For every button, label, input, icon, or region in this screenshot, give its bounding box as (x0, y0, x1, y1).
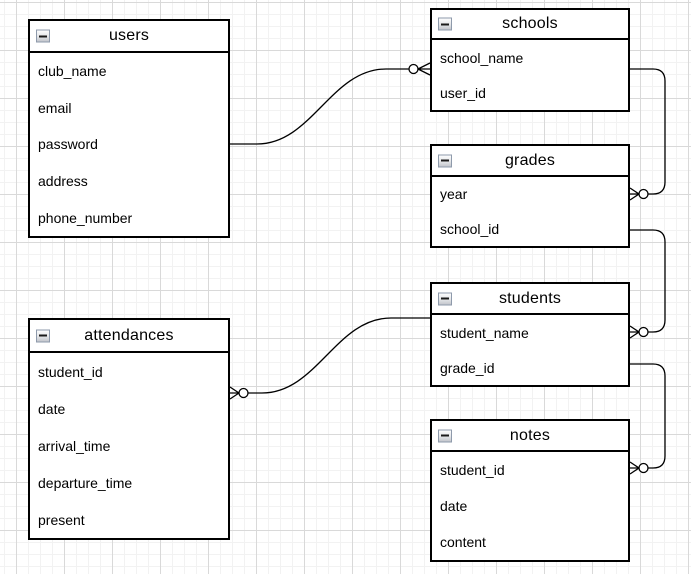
relationship-users-schools[interactable] (230, 62, 431, 145)
field-row-email[interactable]: email (38, 99, 72, 116)
minus-glyph (441, 434, 449, 437)
field-row-content[interactable]: content (440, 534, 486, 550)
table-schools[interactable]: schools school_name user_id (430, 8, 630, 112)
table-title: users (108, 27, 150, 44)
zero-circle-icon (238, 387, 249, 399)
field-row-user_id[interactable]: user_id (440, 84, 486, 101)
table-header-attendances: attendances (30, 320, 228, 353)
table-students[interactable]: students student_name grade_id (430, 282, 630, 387)
crow-foot-many-icon (629, 461, 640, 475)
relationship-students-attendances[interactable] (229, 317, 430, 400)
relationship-line[interactable] (630, 68, 666, 195)
table-header-notes: notes (432, 421, 628, 452)
field-row-student_id[interactable]: student_id (38, 363, 103, 380)
field-row-present[interactable]: present (38, 511, 85, 528)
collapse-minus-icon[interactable] (438, 17, 452, 31)
minus-glyph (441, 297, 449, 300)
relationship-students-notes[interactable] (629, 363, 666, 475)
collapse-minus-icon[interactable] (438, 292, 452, 305)
table-fields: year school_id (432, 177, 628, 246)
relationship-line[interactable] (230, 68, 409, 145)
field-row-address[interactable]: address (38, 173, 88, 190)
table-header-grades: grades (432, 146, 628, 177)
field-row-departure_time[interactable]: departure_time (38, 474, 133, 491)
field-row-arrival_time[interactable]: arrival_time (38, 437, 111, 454)
relationship-line[interactable] (248, 317, 430, 394)
table-title: grades (504, 151, 556, 169)
table-title: attendances (84, 326, 174, 344)
zero-circle-icon (408, 63, 419, 75)
minus-glyph (441, 159, 449, 162)
crow-foot-many-icon (629, 325, 640, 339)
table-header-students: students (432, 284, 628, 315)
field-row-club_name[interactable]: club_name (38, 63, 107, 80)
field-row-student_name[interactable]: student_name (440, 324, 529, 341)
relationship-line[interactable] (630, 229, 666, 333)
collapse-minus-icon[interactable] (36, 29, 50, 43)
table-fields: school_name user_id (432, 40, 628, 110)
collapse-minus-icon[interactable] (438, 429, 452, 442)
collapse-minus-icon[interactable] (438, 154, 452, 167)
field-row-student_id[interactable]: student_id (440, 462, 505, 478)
relationship-schools-grades[interactable] (629, 68, 666, 201)
table-grades[interactable]: grades year school_id (430, 144, 630, 248)
minus-glyph (39, 35, 47, 37)
field-row-school_name[interactable]: school_name (440, 49, 524, 66)
table-fields: student_name grade_id (432, 315, 628, 385)
table-title: notes (509, 426, 551, 444)
relationship-line[interactable] (630, 363, 666, 469)
crow-foot-many-icon (629, 187, 640, 201)
field-row-date[interactable]: date (440, 498, 468, 514)
table-title: schools (502, 15, 558, 32)
table-title: students (498, 289, 562, 307)
field-row-date[interactable]: date (38, 400, 66, 417)
field-row-year[interactable]: year (440, 186, 468, 203)
crow-foot-many-icon (229, 386, 240, 400)
minus-glyph (441, 23, 449, 25)
field-row-phone_number[interactable]: phone_number (38, 209, 133, 226)
zero-circle-icon (638, 462, 649, 474)
field-row-grade_id[interactable]: grade_id (440, 359, 495, 376)
relationship-grades-students[interactable] (629, 229, 666, 339)
zero-circle-icon (638, 326, 649, 338)
zero-circle-icon (638, 188, 649, 200)
collapse-minus-icon[interactable] (36, 329, 50, 342)
table-header-users: users (30, 21, 228, 53)
field-row-school_id[interactable]: school_id (440, 220, 500, 237)
minus-glyph (39, 334, 47, 337)
table-header-schools: schools (432, 10, 628, 40)
crow-foot-many-icon (417, 62, 431, 76)
field-row-password[interactable]: password (38, 136, 98, 153)
